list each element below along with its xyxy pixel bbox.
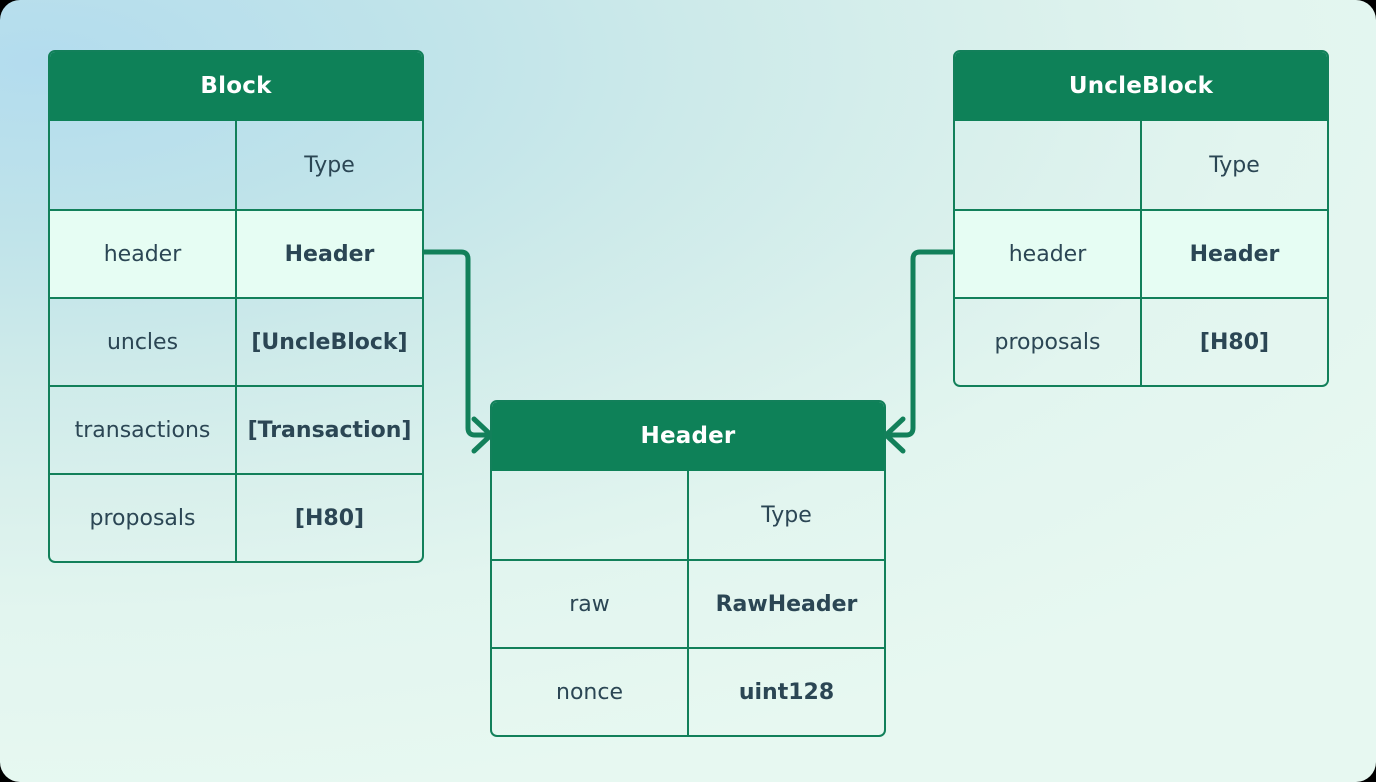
entity-header-title: Header [492,402,884,471]
field-name: proposals [50,475,237,561]
entity-uncleblock-title: UncleBlock [955,52,1327,121]
field-name: proposals [955,299,1142,385]
entity-uncleblock[interactable]: UncleBlock Type header Header proposals … [953,50,1329,387]
field-type: [H80] [294,505,365,531]
table-row[interactable]: proposals [H80] [955,297,1327,385]
column-header-name [492,471,689,559]
table-row[interactable]: nonce uint128 [492,647,884,735]
field-type: Header [284,241,375,267]
column-header-type: Type [304,152,355,178]
field-type: [Transaction] [247,417,412,443]
table-row[interactable]: proposals [H80] [50,473,422,561]
entity-header-column-header-row: Type [492,471,884,559]
entity-uncleblock-column-header-row: Type [955,121,1327,209]
field-type: Header [1189,241,1280,267]
field-name: header [50,211,237,297]
field-type: [UncleBlock] [251,329,408,355]
field-name: raw [492,561,689,647]
field-type: [H80] [1199,329,1270,355]
entity-block-column-header-row: Type [50,121,422,209]
table-row[interactable]: raw RawHeader [492,559,884,647]
field-name: header [955,211,1142,297]
field-type: RawHeader [715,591,858,617]
table-row[interactable]: header Header [50,209,422,297]
field-type: uint128 [738,679,835,705]
entity-block-title: Block [50,52,422,121]
connector-uncleblock-to-header [883,249,955,454]
entity-header[interactable]: Header Type raw RawHeader nonce uint128 [490,400,886,737]
field-name: uncles [50,299,237,385]
table-row[interactable]: header Header [955,209,1327,297]
connector-block-to-header [421,249,494,454]
field-name: nonce [492,649,689,735]
entity-block[interactable]: Block Type header Header uncles [UncleBl… [48,50,424,563]
column-header-name [50,121,237,209]
column-header-type: Type [761,502,812,528]
table-row[interactable]: uncles [UncleBlock] [50,297,422,385]
table-row[interactable]: transactions [Transaction] [50,385,422,473]
column-header-name [955,121,1142,209]
field-name: transactions [50,387,237,473]
column-header-type: Type [1209,152,1260,178]
